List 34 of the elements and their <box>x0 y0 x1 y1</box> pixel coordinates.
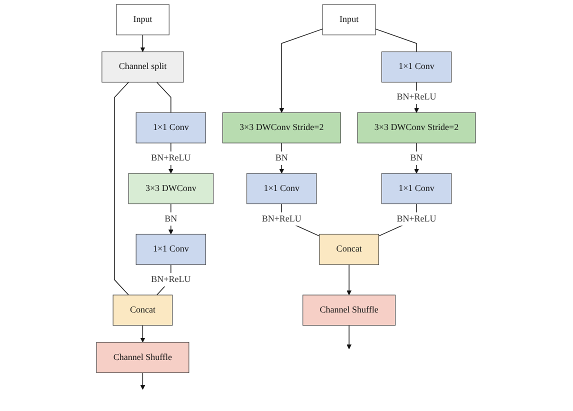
node-box: Input <box>322 4 376 36</box>
connector <box>114 82 130 296</box>
edge-label: BN+ReLU <box>152 274 192 284</box>
node-box: 3×3 DWConv Stride=2 <box>358 112 476 144</box>
node-box: Input <box>116 4 170 36</box>
connector <box>376 28 418 52</box>
arrow <box>414 142 420 174</box>
node-box: 1×1 Conv <box>136 112 206 144</box>
node-box: 1×1 Conv <box>382 173 452 204</box>
edge-label: BN+ReLU <box>262 214 302 224</box>
node-box: Concat <box>113 294 174 326</box>
edge-label: BN+ReLU <box>397 92 437 102</box>
node-box: Channel split <box>102 52 184 82</box>
edge-label: BN <box>165 214 178 224</box>
node-box: 3×3 DWConv <box>128 173 214 204</box>
node-box: 1×1 Conv <box>382 52 452 82</box>
node-box: Concat <box>320 234 380 265</box>
node-box: 3×3 DWConv Stride=2 <box>222 112 342 144</box>
arrow <box>140 372 146 390</box>
edge-label: BN+ReLU <box>152 153 192 163</box>
edge-label: BN <box>410 153 424 163</box>
node-box: Channel Shuffle <box>96 342 190 373</box>
arrow <box>280 28 324 113</box>
arrow <box>347 325 352 350</box>
arrow <box>140 34 146 52</box>
node-box: 1×1 Conv <box>136 234 206 265</box>
connector <box>156 82 172 113</box>
node-box: Channel Shuffle <box>303 294 396 326</box>
edge-label: BN+ReLU <box>397 214 437 224</box>
node-box: 1×1 Conv <box>247 173 318 204</box>
edge-label: BN <box>276 153 288 163</box>
arrow <box>140 325 146 343</box>
arrow <box>347 264 352 296</box>
arrow <box>168 203 174 234</box>
